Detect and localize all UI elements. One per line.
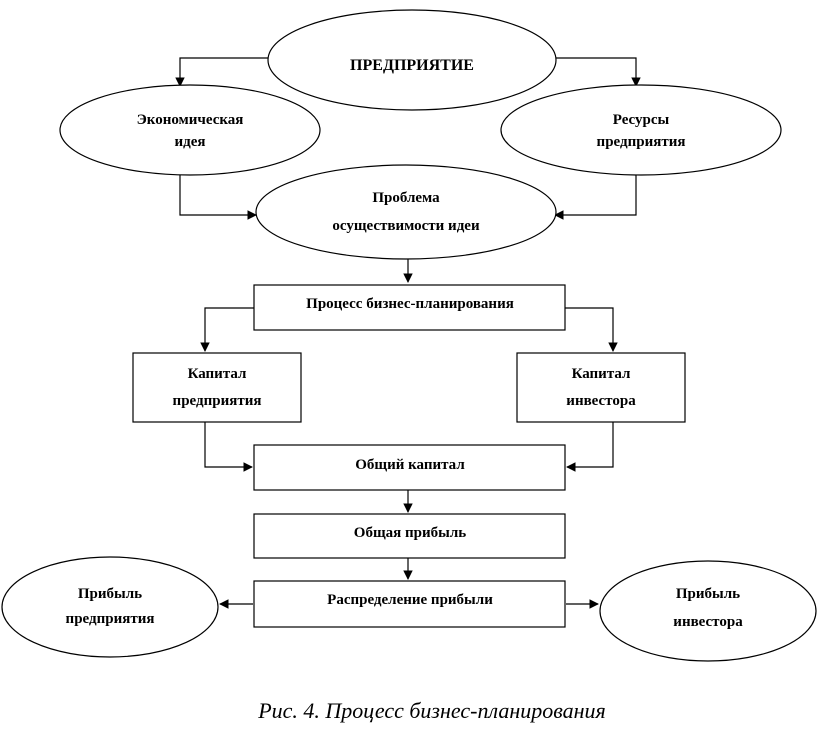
arrow-capital-inv-to-total (566, 422, 614, 472)
capital-enterprise-line2: предприятия (173, 393, 262, 409)
node-feasibility: Проблема осуществимости идеи (255, 164, 557, 260)
arrow-process-to-capital-ent (200, 307, 254, 352)
node-profit-investor: Прибыль инвестора (599, 560, 817, 662)
profit-investor-line2: инвестора (673, 614, 743, 630)
process-label: Процесс бизнес-планирования (306, 296, 514, 312)
node-total-capital: Общий капитал (253, 444, 566, 491)
arrow-process-to-capital-inv (565, 307, 618, 352)
arrow-resources-to-feasibility (554, 175, 637, 220)
total-profit-label: Общая прибыль (354, 525, 466, 541)
node-capital-enterprise: Капитал предприятия (132, 352, 302, 423)
distribution-label: Распределение прибыли (327, 592, 493, 608)
enterprise-label: ПРЕДПРИЯТИЕ (350, 57, 474, 74)
feasibility-line2: осуществимости идеи (332, 218, 480, 234)
node-enterprise: ПРЕДПРИЯТИЕ (267, 9, 557, 111)
node-capital-investor: Капитал инвестора (516, 352, 686, 423)
node-total-profit: Общая прибыль (253, 513, 566, 559)
feasibility-line1: Проблема (372, 190, 440, 206)
node-profit-enterprise: Прибыль предприятия (1, 556, 219, 658)
total-capital-label: Общий капитал (355, 457, 465, 473)
figure-caption: Рис. 4. Процесс бизнес-планирования (257, 698, 606, 723)
resources-line2: предприятия (597, 134, 686, 150)
arrow-capital-ent-to-total (204, 422, 253, 472)
connectors (175, 57, 641, 609)
capital-investor-line2: инвестора (566, 393, 636, 409)
profit-investor-line1: Прибыль (676, 586, 740, 602)
node-resources: Ресурсы предприятия (500, 84, 782, 176)
resources-line1: Ресурсы (613, 112, 670, 128)
arrow-enterprise-to-idea (175, 57, 268, 87)
economic-idea-line2: идея (174, 134, 205, 150)
economic-idea-line1: Экономическая (137, 112, 244, 128)
profit-enterprise-line2: предприятия (66, 611, 155, 627)
arrow-idea-to-feasibility (179, 175, 257, 220)
arrow-enterprise-to-resources (556, 57, 641, 87)
capital-enterprise-line1: Капитал (188, 366, 247, 382)
node-distribution: Распределение прибыли (253, 580, 566, 628)
profit-enterprise-line1: Прибыль (78, 586, 142, 602)
node-process: Процесс бизнес-планирования (253, 284, 566, 331)
node-economic-idea: Экономическая идея (59, 84, 321, 176)
capital-investor-line1: Капитал (572, 366, 631, 382)
